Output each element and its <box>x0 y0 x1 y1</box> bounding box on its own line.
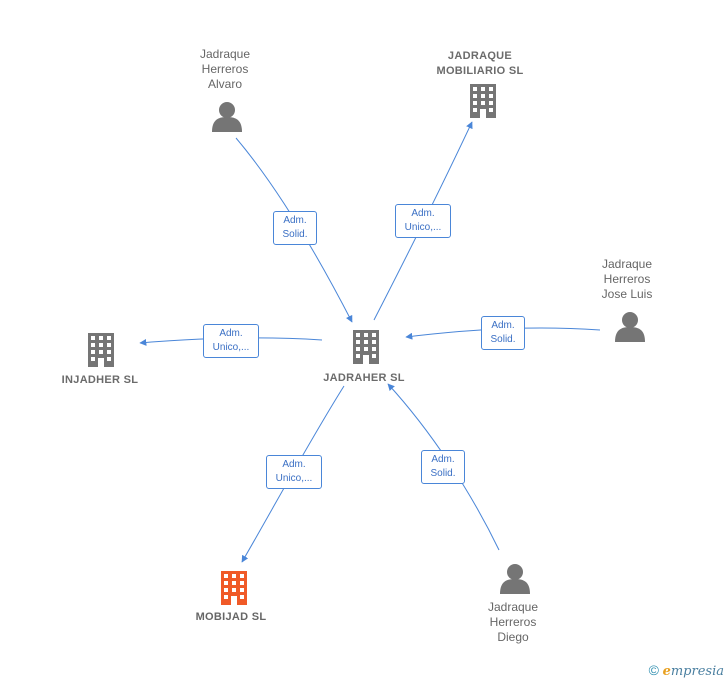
node-label-line: Jadraque <box>601 257 653 271</box>
person-icon-diego[interactable] <box>500 564 530 594</box>
edge-label-line: Adm. <box>411 208 435 219</box>
edge-label-line: Solid. <box>282 229 308 240</box>
edge-label-line: Adm. <box>219 328 243 339</box>
edge-label-line: Unico,... <box>212 342 250 353</box>
edge-label-line: Unico,... <box>404 222 442 233</box>
edge-label-line: Adm. <box>282 459 306 470</box>
edge-label-line: Unico,... <box>275 473 313 484</box>
node-label-line: Diego <box>497 630 529 644</box>
edge-label-line: Adm. <box>491 320 515 331</box>
edge-label-line: Solid. <box>490 334 516 345</box>
node-label-alvaro[interactable]: Jadraque Herreros Alvaro <box>180 47 270 92</box>
brand-logo: empresia <box>662 664 724 679</box>
edge-label-line: Solid. <box>430 468 456 479</box>
node-label-line: Herreros <box>201 62 249 76</box>
copyright-symbol: © <box>648 662 659 678</box>
edge-label-center-mobijad[interactable]: Adm. Unico,... <box>266 455 322 489</box>
person-icon-jose-luis[interactable] <box>615 312 645 342</box>
node-label-line: Jose Luis <box>601 287 653 301</box>
node-label-mobijad[interactable]: MOBIJAD SL <box>195 611 267 623</box>
node-label-mobiliario[interactable]: JADRAQUE MOBILIARIO SL <box>425 49 535 79</box>
building-icon-mobiliario[interactable] <box>470 84 496 118</box>
edge-label-line: Adm. <box>283 215 307 226</box>
node-label-line: JADRAQUE <box>447 50 513 62</box>
building-icon-center[interactable] <box>353 330 379 364</box>
node-label-jose-luis[interactable]: Jadraque Herreros Jose Luis <box>582 257 672 302</box>
node-label-line: Jadraque <box>199 47 251 61</box>
edge-label-center-mobiliario[interactable]: Adm. Unico,... <box>395 204 451 238</box>
edge-label-diego-center[interactable]: Adm. Solid. <box>421 450 465 484</box>
node-label-injadher[interactable]: INJADHER SL <box>61 374 139 386</box>
node-label-line: Jadraque <box>487 600 539 614</box>
brand-footer[interactable]: © empresia <box>649 662 724 679</box>
person-icon-alvaro[interactable] <box>212 102 242 132</box>
edge-label-jose-luis-center[interactable]: Adm. Solid. <box>481 316 525 350</box>
node-label-line: MOBILIARIO SL <box>436 65 524 77</box>
edge-label-line: Adm. <box>431 454 455 465</box>
edge-label-alvaro-center[interactable]: Adm. Solid. <box>273 211 317 245</box>
building-icon-injadher[interactable] <box>88 333 114 367</box>
node-label-line: Herreros <box>489 615 537 629</box>
node-label-line: Herreros <box>603 272 651 286</box>
node-label-diego[interactable]: Jadraque Herreros Diego <box>468 600 558 645</box>
node-label-center[interactable]: JADRAHER SL <box>323 372 405 384</box>
node-label-line: Alvaro <box>207 77 242 91</box>
edge-label-center-injadher[interactable]: Adm. Unico,... <box>203 324 259 358</box>
building-icon-mobijad[interactable] <box>221 571 247 605</box>
